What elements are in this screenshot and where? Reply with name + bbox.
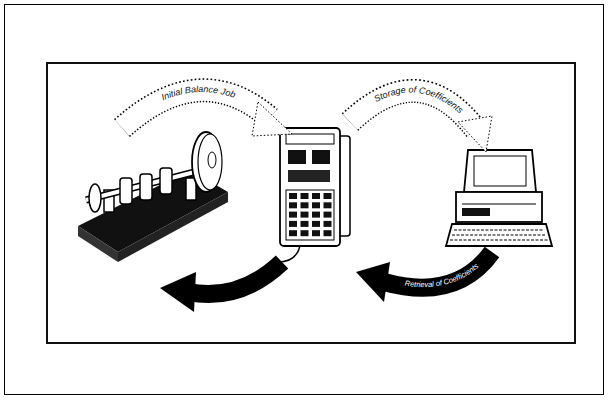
- key: [289, 212, 297, 218]
- rotor-machine: [78, 132, 228, 262]
- key: [301, 212, 309, 218]
- key: [312, 202, 320, 208]
- computer: [446, 150, 552, 246]
- keyboard-row: [454, 230, 544, 231]
- keyboard-row: [452, 235, 546, 236]
- keyboard-row: [450, 240, 548, 241]
- arrow-label: Retrieval of Coefficients: [404, 261, 480, 289]
- arrow-label: Initial Balance Job: [160, 84, 237, 102]
- key: [312, 230, 320, 236]
- flow-arrow: [350, 91, 492, 152]
- key: [301, 230, 309, 236]
- key: [289, 221, 297, 227]
- arrow-label: Storage of Coefficients: [372, 85, 465, 116]
- key: [301, 193, 309, 199]
- key: [301, 221, 309, 227]
- arrow-label: Storage of Coefficients: [372, 85, 465, 116]
- key: [289, 193, 297, 199]
- key: [289, 230, 297, 236]
- key: [289, 202, 297, 208]
- key: [312, 212, 320, 218]
- key: [312, 221, 320, 227]
- arrow-label: Initial Balance Job: [160, 84, 237, 102]
- key: [324, 193, 332, 199]
- flow-arrow: [356, 252, 492, 302]
- key: [324, 202, 332, 208]
- key: [301, 202, 309, 208]
- balancer-instrument: [278, 128, 350, 262]
- key: [324, 212, 332, 218]
- key: [324, 230, 332, 236]
- flow-arrow: [160, 262, 282, 312]
- arrow-label: Retrieval of Coefficients: [404, 261, 480, 289]
- key: [324, 221, 332, 227]
- key: [312, 193, 320, 199]
- flow-arrow: [122, 90, 292, 136]
